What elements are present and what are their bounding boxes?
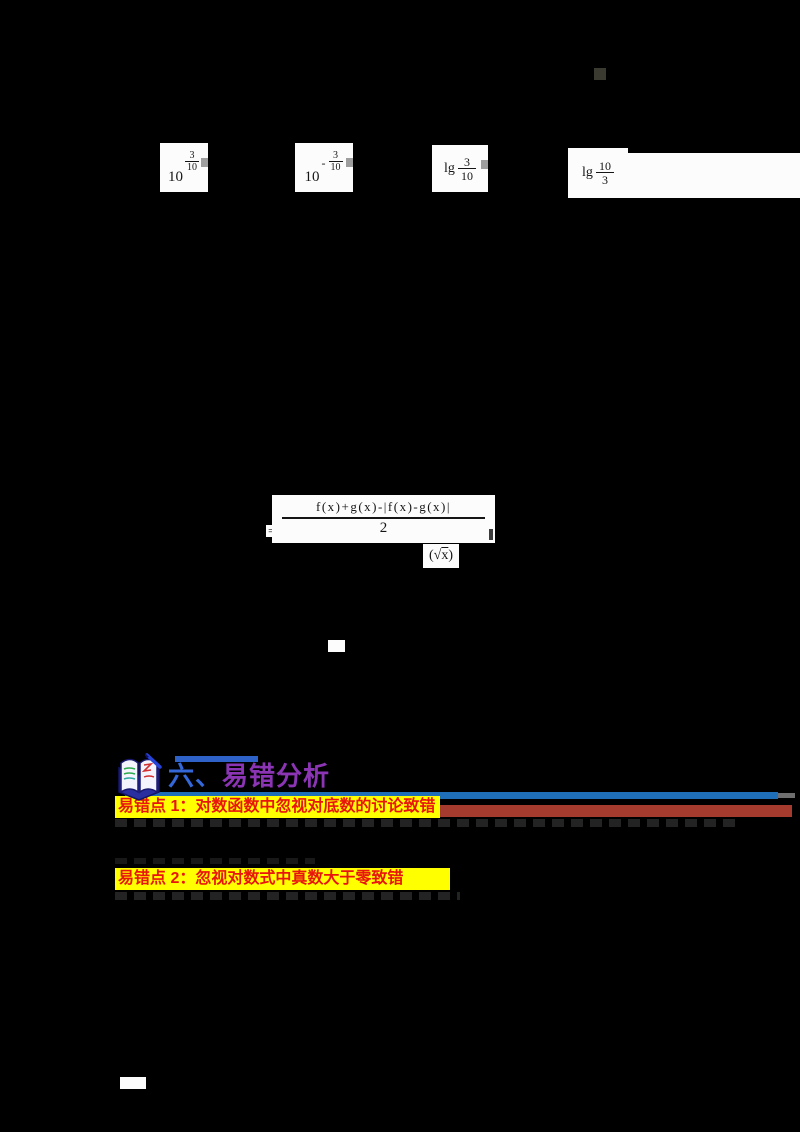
section-heading: 六、易错分析	[168, 761, 330, 791]
min-formula-fraction: f(x)+g(x)-|f(x)-g(x)| 2	[272, 495, 495, 543]
blank-chip	[328, 640, 345, 652]
heading-accent-bar	[175, 756, 258, 762]
power-base: 10	[304, 169, 320, 185]
render-artifact	[201, 158, 208, 167]
red-underline-bar	[440, 805, 792, 817]
divider-line-tip	[778, 793, 795, 798]
render-artifact	[594, 68, 606, 80]
radicand: x	[441, 548, 449, 563]
log-prefix: lg	[582, 165, 593, 180]
ghost-text-fragments	[115, 858, 315, 864]
radical-sign: √	[433, 548, 442, 563]
power-base: 10	[168, 169, 183, 185]
book-icon	[118, 753, 162, 801]
ghost-text-fragments	[115, 892, 460, 900]
equals-fragment: =	[266, 525, 277, 537]
blank-white-strip	[628, 153, 800, 198]
minus-sign: -	[321, 156, 326, 170]
ghost-text-fragments	[115, 819, 740, 827]
paren-open: (	[428, 548, 434, 563]
sqrt-expression: (√x)	[423, 544, 459, 568]
render-artifact	[489, 529, 493, 540]
log-prefix: lg	[444, 160, 455, 176]
render-artifact	[481, 160, 488, 169]
paren-close: )	[448, 548, 454, 563]
section-title: 易错分析	[222, 761, 331, 791]
fraction-denominator: 2	[379, 520, 388, 536]
section-number: 六、	[168, 761, 223, 791]
section-divider-line	[125, 792, 778, 799]
error-point-2-title: 易错点 2：忽视对数式中真数大于零致错	[115, 868, 450, 890]
fraction-numerator: f(x)+g(x)-|f(x)-g(x)|	[282, 499, 485, 519]
error-point-1-title: 易错点 1：对数函数中忽视对底数的讨论致错	[115, 796, 440, 818]
blank-chip	[120, 1077, 146, 1089]
render-artifact	[346, 158, 353, 167]
